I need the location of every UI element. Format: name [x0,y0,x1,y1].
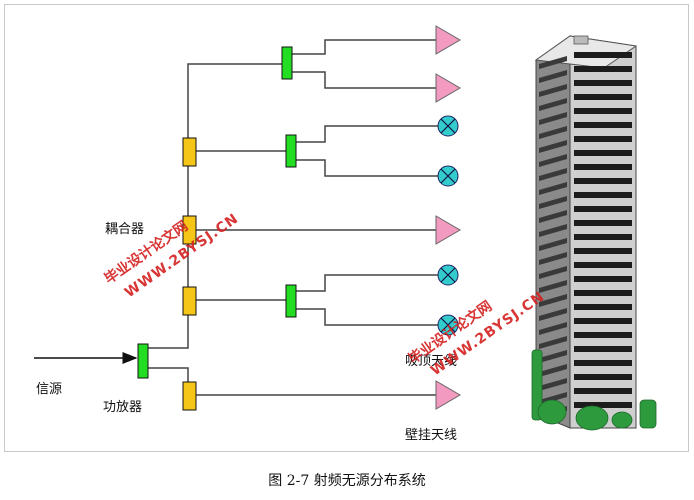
building-window-band [539,182,567,195]
building-window-band [574,150,632,156]
building-window-band [574,108,632,114]
ceiling-antenna-icon [437,314,459,336]
building-window-band [574,304,632,310]
building-window-band [539,350,567,363]
building-window-band [539,378,567,391]
building-window-band [539,84,567,97]
splitter-block [281,46,293,80]
coupler-block [182,137,197,167]
couplers [182,137,197,411]
building-window-band [539,98,567,111]
building-window-band [574,206,632,212]
wall-antenna-icon [435,73,461,103]
coupler-block [182,286,197,316]
building-window-band [539,168,567,181]
ceiling-antenna-icon [437,165,459,187]
building-window-band [539,238,567,251]
building-window-band [574,234,632,240]
power-amplifier-label: 功放器 [103,400,143,415]
coupler-label: 耦合器 [105,222,145,237]
building-window-band [539,224,567,237]
coupler-block [182,381,197,411]
signal-source-label: 信源 [36,382,63,397]
building-window-band [574,248,632,254]
building-window-band [539,210,567,223]
building-window-band [574,374,632,380]
building-window-band [574,360,632,366]
wall-antenna-icon [435,215,461,245]
building-window-band [574,220,632,226]
splitters [281,46,297,318]
building-window-band [574,66,632,72]
wall-antenna-icon [435,380,461,410]
splitter-block [285,134,297,168]
office-building-illustration [531,35,657,431]
building-window-band [539,56,567,69]
building-window-band [574,262,632,268]
building-window-band [539,140,567,153]
building-window-band [574,290,632,296]
building-window-band [539,294,567,307]
figure-caption: 图 2-7 射频无源分布系统 [268,473,426,489]
building-window-band [539,70,567,83]
trunk-lines [148,63,438,396]
building-window-band [574,276,632,282]
building-window-band [574,80,632,86]
building-window-band [574,178,632,184]
building-window-band [539,126,567,139]
building-window-band [539,112,567,125]
coupler-block [182,215,197,245]
ceiling-antenna-icon [437,264,459,286]
shrubs [531,349,657,431]
building-window-band [539,252,567,265]
building-window-band [574,192,632,198]
building-window-band [539,336,567,349]
building-window-band [539,322,567,335]
building-window-band [574,122,632,128]
wall-antenna-label: 壁挂天线 [405,428,458,443]
building-window-band [574,402,632,408]
building-window-band [574,52,632,58]
ceiling-antenna-label: 吸顶天线 [405,354,458,369]
building-window-band [574,94,632,100]
splitter-block [285,284,297,318]
power-amplifier-block [137,343,149,379]
building-window-band [574,164,632,170]
building-window-band [574,388,632,394]
branch-lines [292,39,438,326]
building-window-band [539,280,567,293]
building-window-band [539,308,567,321]
wall-antenna-icon [435,25,461,55]
building-window-band [574,346,632,352]
building-window-band [574,136,632,142]
ceiling-antennas [437,115,459,336]
building-window-band [539,364,567,377]
wall-antennas [435,25,461,410]
building-window-band [539,154,567,167]
ceiling-antenna-icon [437,115,459,137]
building-window-band [539,266,567,279]
building-window-band [574,318,632,324]
building-window-band [574,332,632,338]
building-window-band [539,196,567,209]
